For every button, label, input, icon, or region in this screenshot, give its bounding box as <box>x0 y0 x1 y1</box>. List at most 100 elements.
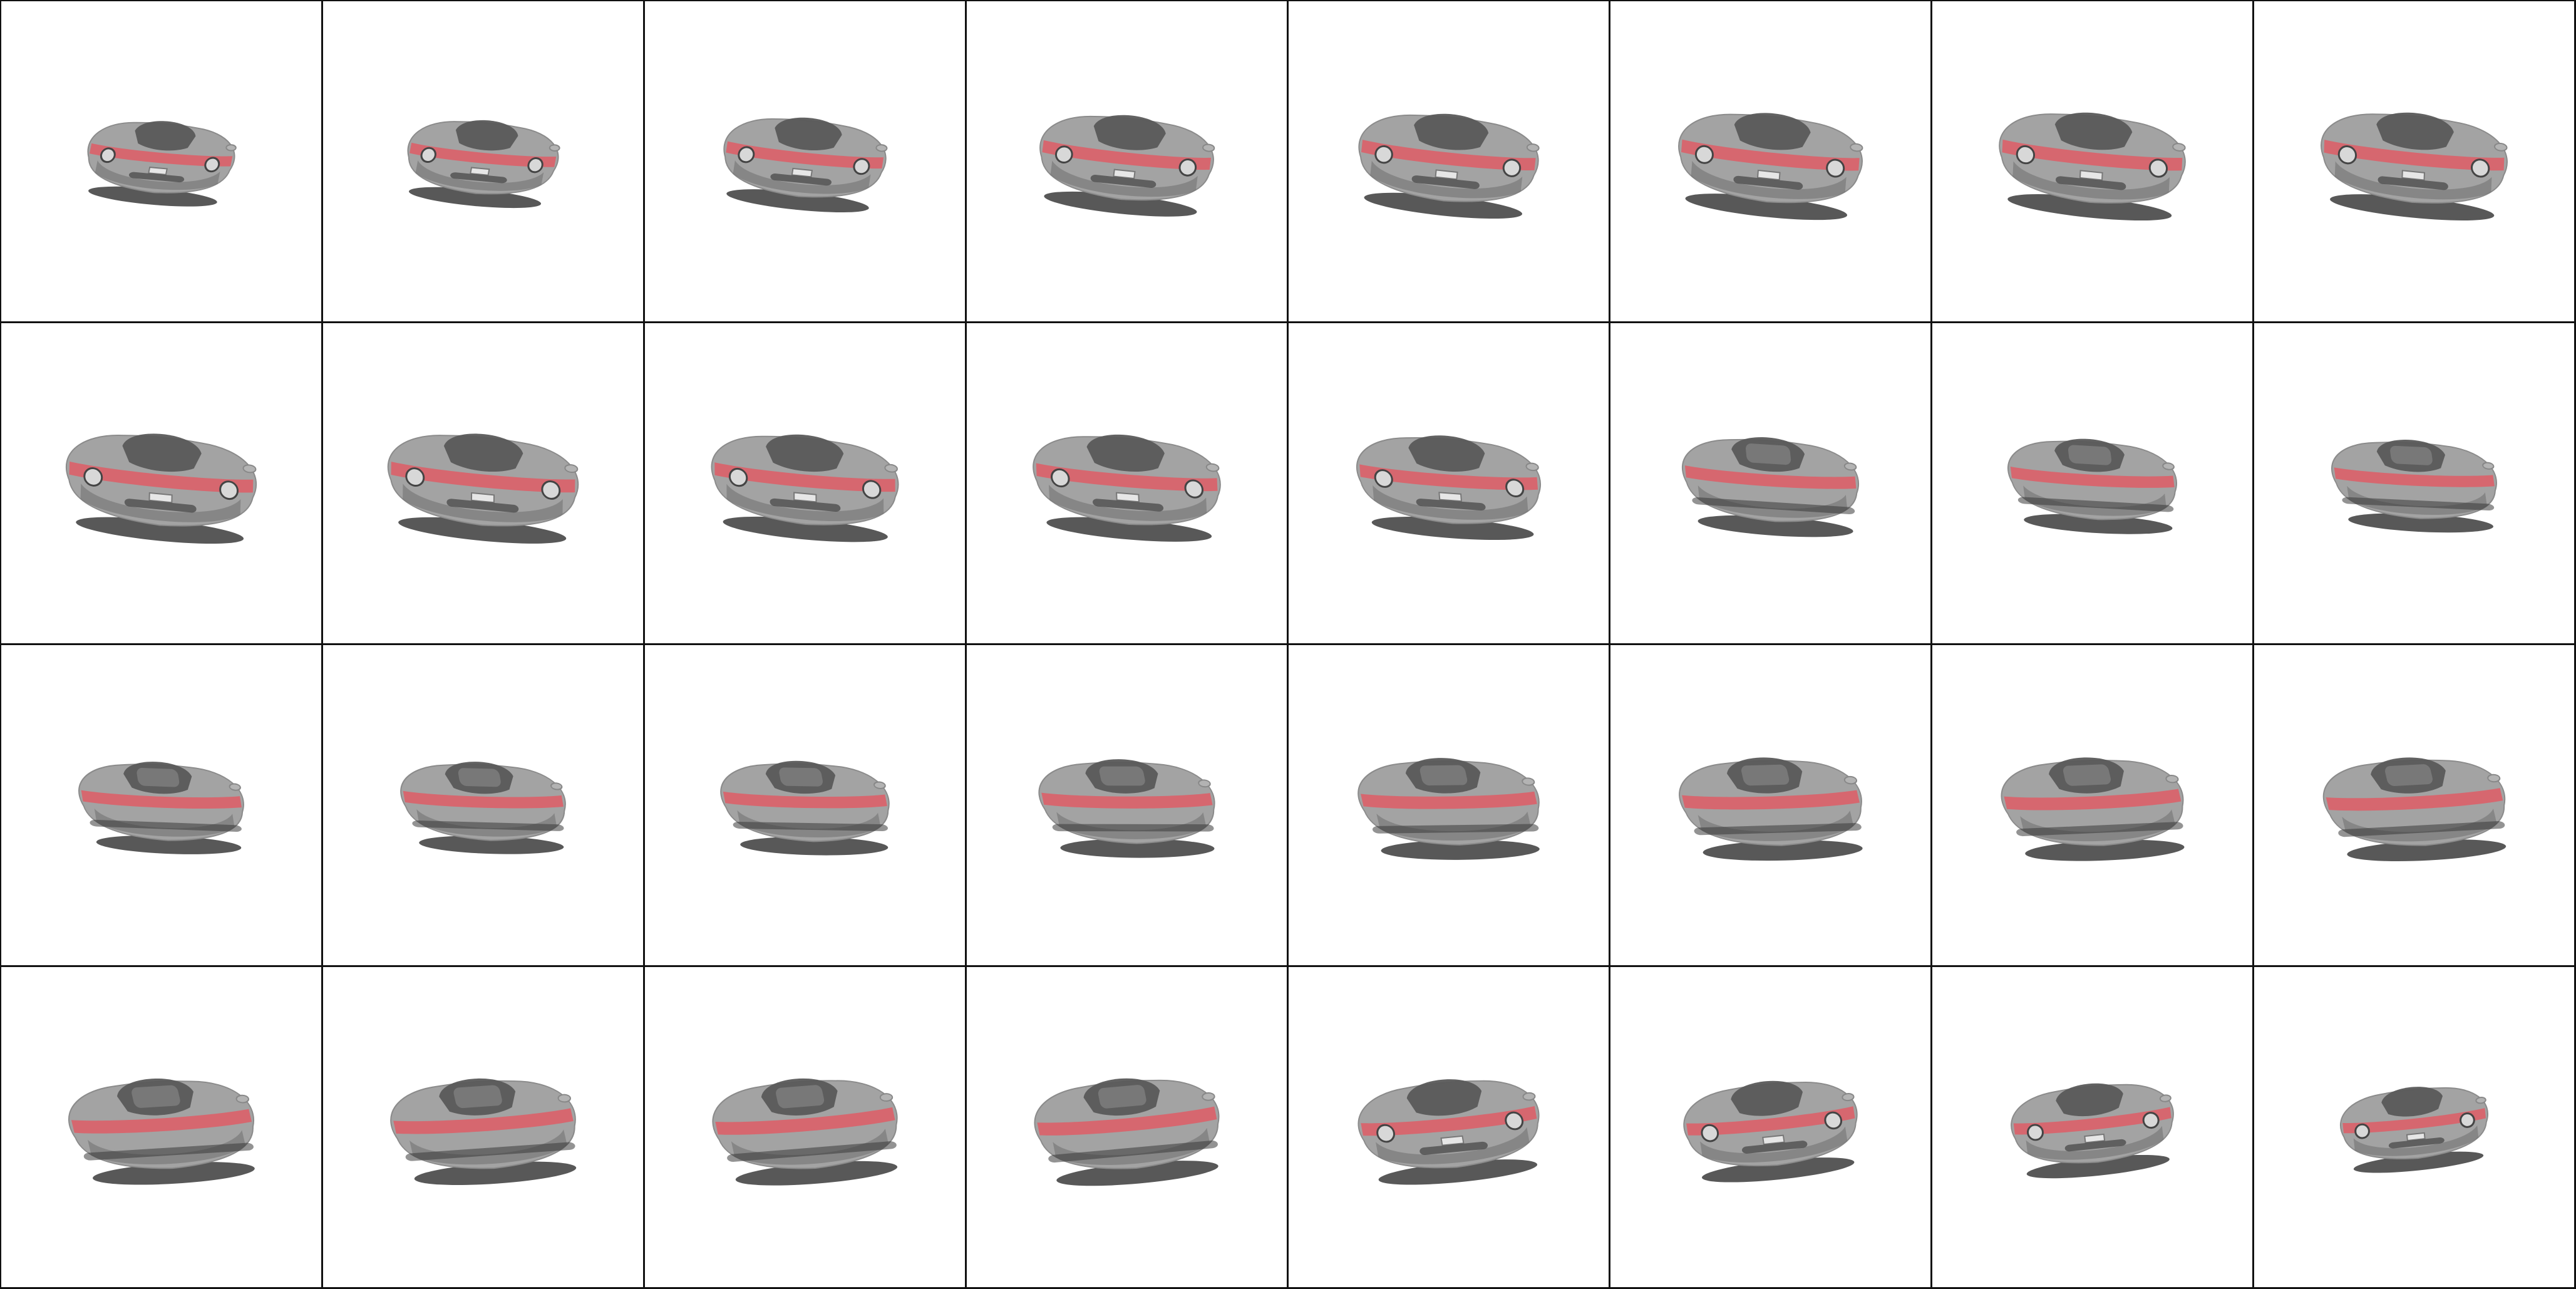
headlight-left <box>1694 145 1714 164</box>
front-grille <box>2064 1139 2126 1152</box>
car <box>1356 435 1542 541</box>
car-render <box>2001 757 2185 861</box>
car-shadow <box>2353 1151 2484 1173</box>
car-render <box>400 762 566 854</box>
car <box>1039 115 1215 217</box>
car <box>1678 113 1863 220</box>
headlight-left <box>2016 145 2036 165</box>
render-cell <box>1 645 323 967</box>
car-cabin <box>1406 1079 1482 1116</box>
car <box>723 117 888 213</box>
headlight-right <box>541 480 561 500</box>
car-shadow <box>419 836 564 854</box>
render-cell <box>1610 323 1932 645</box>
side-mirror <box>879 1093 894 1102</box>
license-plate <box>470 492 495 504</box>
front-grille <box>2388 1137 2445 1149</box>
license-plate <box>148 166 168 175</box>
car-stripe <box>1686 1106 1855 1136</box>
car-stripe <box>1041 792 1213 809</box>
headlight-right <box>1824 1111 1843 1130</box>
rear-bumper <box>412 820 564 831</box>
side-mirror <box>1198 779 1211 788</box>
side-mirror <box>1522 1092 1536 1101</box>
front-grille <box>1416 499 1486 510</box>
car-render <box>1683 1080 1858 1183</box>
car-shadow <box>1381 839 1540 860</box>
car-stripe <box>1037 1106 1217 1136</box>
rear-window <box>1741 764 1790 786</box>
car-stripe <box>2010 466 2175 488</box>
headlight-right <box>853 158 870 175</box>
rear-window <box>1099 766 1145 786</box>
car-shadow <box>2348 513 2493 533</box>
car-cabin <box>2056 1083 2123 1117</box>
car-underbody <box>1370 160 1523 199</box>
car <box>2340 1087 2488 1173</box>
car-underbody <box>2026 1126 2164 1160</box>
rear-window <box>2390 445 2433 465</box>
car <box>712 1078 898 1186</box>
car-render <box>87 121 237 207</box>
front-grille <box>770 498 841 512</box>
car-stripe <box>1036 463 1218 492</box>
car-render <box>1681 437 1860 537</box>
car-underbody <box>1700 1126 1848 1162</box>
car-stripe <box>1361 140 1536 170</box>
car-underbody <box>1376 1127 1530 1164</box>
headlight-right <box>862 480 882 499</box>
front-grille <box>770 173 832 186</box>
front-grille <box>128 172 185 183</box>
car <box>87 121 237 207</box>
headlight-right <box>2142 1112 2160 1129</box>
car-shadow <box>2026 1154 2170 1179</box>
car-cabin <box>455 120 518 151</box>
render-cell <box>1 967 323 1289</box>
headlight-left <box>405 467 425 487</box>
car-shadow <box>2330 194 2495 220</box>
car-stripe <box>1361 1106 1537 1136</box>
render-cell <box>2254 1 2576 323</box>
rear-bumper <box>83 1142 254 1161</box>
car-underbody <box>80 484 241 522</box>
car-underbody <box>2012 161 2170 200</box>
car-shadow <box>88 186 217 207</box>
car <box>720 760 890 856</box>
side-mirror <box>564 464 579 474</box>
car-stripe <box>2002 139 2183 171</box>
car <box>387 433 579 544</box>
car <box>65 433 257 544</box>
car <box>1034 1078 1220 1186</box>
car <box>1683 1080 1858 1183</box>
car-shadow <box>1060 838 1215 858</box>
car-shadow <box>1378 1159 1538 1185</box>
headlight-left <box>1701 1124 1719 1142</box>
car-shadow <box>1364 192 1523 219</box>
side-mirror <box>2487 774 2501 783</box>
car-shadow <box>1056 1161 1218 1186</box>
car-cabin <box>135 121 196 151</box>
car <box>407 120 560 209</box>
car-render <box>2007 438 2177 534</box>
car-render <box>390 1078 577 1185</box>
rear-window <box>137 768 180 787</box>
headlight-right <box>204 157 220 173</box>
car-shadow <box>723 516 888 542</box>
car-stripe <box>410 142 557 167</box>
car-render <box>723 117 888 213</box>
car-shadow <box>398 517 567 544</box>
car-stripe <box>1684 465 1857 489</box>
render-cell <box>1932 1 2254 323</box>
license-plate <box>1440 1135 1465 1146</box>
car-cabin <box>1734 113 1811 150</box>
rear-bumper <box>2338 821 2505 837</box>
car-render <box>1356 435 1542 541</box>
car-underbody <box>403 484 563 522</box>
car-shadow <box>76 517 244 544</box>
headlight-left <box>2337 145 2357 165</box>
car-shadow <box>735 1161 898 1186</box>
car-stripe <box>2004 789 2182 810</box>
car <box>1038 759 1215 858</box>
side-mirror <box>1843 462 1857 471</box>
license-plate <box>2406 1132 2426 1142</box>
